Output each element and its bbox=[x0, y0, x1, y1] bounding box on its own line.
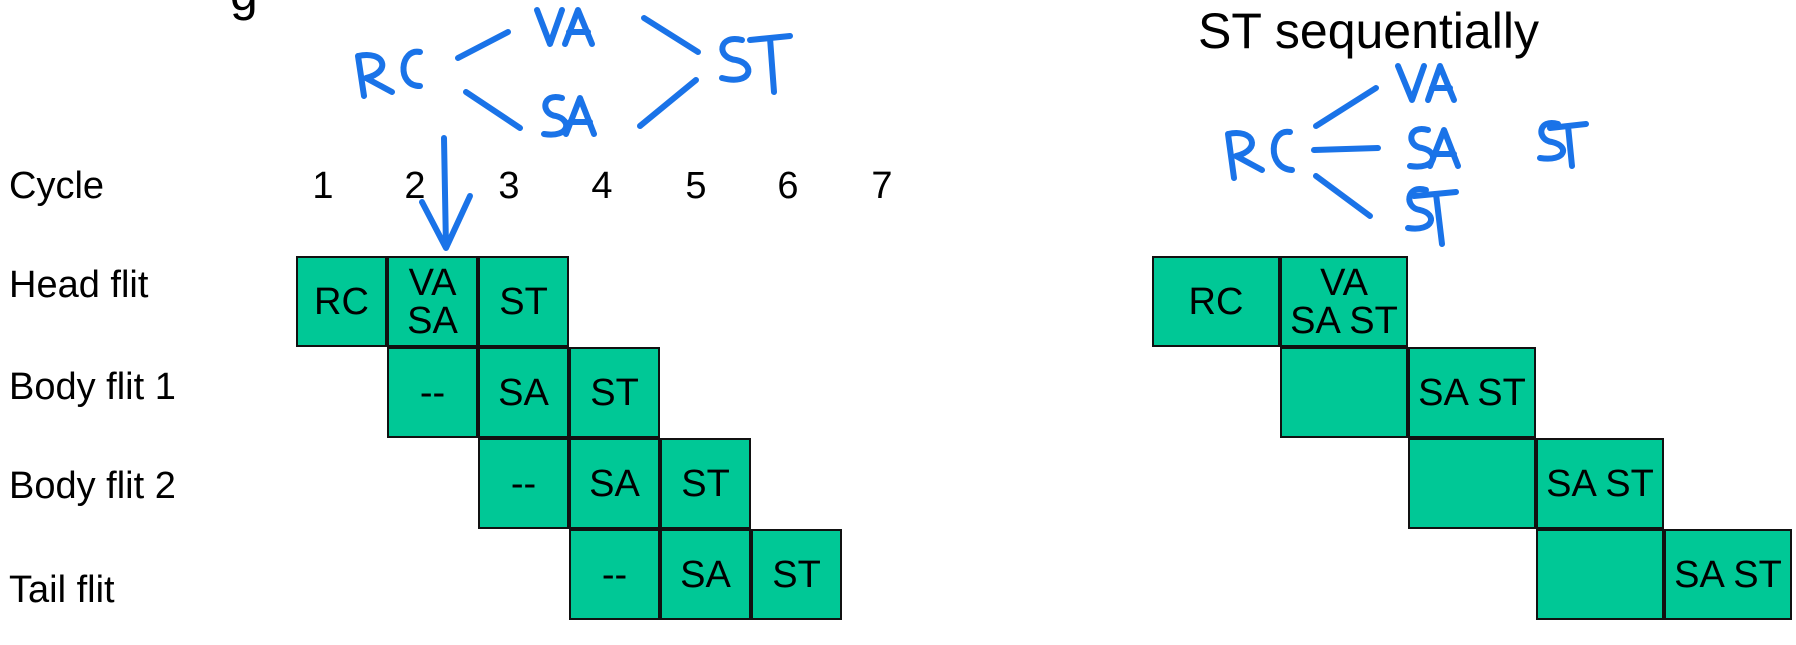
right-ink-line-rc-sa bbox=[1311, 145, 1381, 153]
cell-text: RC bbox=[1188, 280, 1244, 323]
cell-text: -- bbox=[601, 553, 628, 596]
row-label-head-flit: Head flit bbox=[9, 264, 149, 306]
cell-text: SA bbox=[407, 299, 458, 342]
right-ink-sa-label bbox=[1407, 126, 1461, 170]
right-ink-va-label bbox=[1395, 63, 1457, 103]
pipeline-cell: SA ST bbox=[1536, 438, 1664, 529]
cell-text: SA ST bbox=[1674, 553, 1782, 596]
cycle-number: 2 bbox=[404, 165, 426, 207]
cycle-number: 3 bbox=[498, 165, 520, 207]
cell-text: ST bbox=[772, 553, 821, 596]
pipeline-cell: -- bbox=[387, 347, 478, 438]
cell-text: SA bbox=[680, 553, 731, 596]
cell-text: ST bbox=[499, 280, 548, 323]
pipeline-cell: ST bbox=[569, 347, 660, 438]
right-ink-line-rc-va bbox=[1313, 85, 1379, 129]
cycle-number: 1 bbox=[312, 165, 334, 207]
left-ink-line-rc-sa bbox=[463, 89, 523, 131]
right-ink-rc-label bbox=[1225, 128, 1295, 181]
cell-text: RC bbox=[314, 280, 369, 323]
cell-text: SA ST bbox=[1546, 462, 1654, 505]
pipeline-cell: ST bbox=[478, 256, 569, 347]
right-ink-st-label bbox=[1405, 186, 1459, 247]
pipeline-cell bbox=[1408, 438, 1536, 529]
pipeline-cell: -- bbox=[569, 529, 660, 620]
cell-text: SA ST bbox=[1290, 299, 1398, 342]
pipeline-cell: SA ST bbox=[1408, 347, 1536, 438]
left-ink-sa-label bbox=[541, 94, 597, 138]
pipeline-cell bbox=[1280, 347, 1408, 438]
cycle-number: 4 bbox=[591, 165, 613, 207]
pipeline-cell: ST bbox=[751, 529, 842, 620]
pipeline-cell: -- bbox=[478, 438, 569, 529]
left-ink-line-rc-va bbox=[455, 29, 511, 61]
pipeline-cell: RC bbox=[1152, 256, 1280, 347]
cell-text: SA bbox=[498, 371, 549, 414]
left-ink-va-label bbox=[534, 7, 595, 47]
left-ink-line-sa-st bbox=[637, 77, 699, 129]
cell-text: VA bbox=[1320, 261, 1368, 304]
right-ink-st-label-2 bbox=[1537, 120, 1589, 169]
pipeline-cell: ST bbox=[660, 438, 751, 529]
left-ink-rc-label bbox=[355, 48, 423, 99]
row-label-body-flit-2: Body flit 2 bbox=[9, 465, 176, 507]
cell-text: VA bbox=[408, 261, 457, 304]
right-ink-line-rc-st bbox=[1313, 173, 1373, 219]
cell-text: SA ST bbox=[1418, 371, 1526, 414]
left-ink-line-va-st bbox=[641, 15, 701, 55]
cell-text: SA bbox=[589, 462, 640, 505]
cycle-number: 5 bbox=[685, 165, 707, 207]
left-ink-st-label bbox=[719, 33, 793, 95]
row-label-body-flit-1: Body flit 1 bbox=[9, 366, 176, 408]
cell-text: -- bbox=[510, 462, 537, 505]
pipeline-cell: SA bbox=[478, 347, 569, 438]
right-title: ST sequentially bbox=[1198, 3, 1539, 59]
cell-text: ST bbox=[590, 371, 639, 414]
cycle-header: Cycle bbox=[9, 165, 105, 207]
row-label-tail-flit: Tail flit bbox=[9, 569, 115, 611]
cycle-number: 7 bbox=[871, 165, 893, 207]
pipeline-cell bbox=[1536, 529, 1664, 620]
cycle-number: 6 bbox=[777, 165, 799, 207]
pipeline-cell: SA bbox=[660, 529, 751, 620]
pipeline-cell: SA ST bbox=[1664, 529, 1792, 620]
cell-text: ST bbox=[681, 462, 730, 505]
pipeline-cell: SA bbox=[569, 438, 660, 529]
left-title-fragment: g bbox=[230, 0, 258, 18]
cell-text: -- bbox=[419, 371, 446, 414]
pipeline-cell: RC bbox=[296, 256, 387, 347]
